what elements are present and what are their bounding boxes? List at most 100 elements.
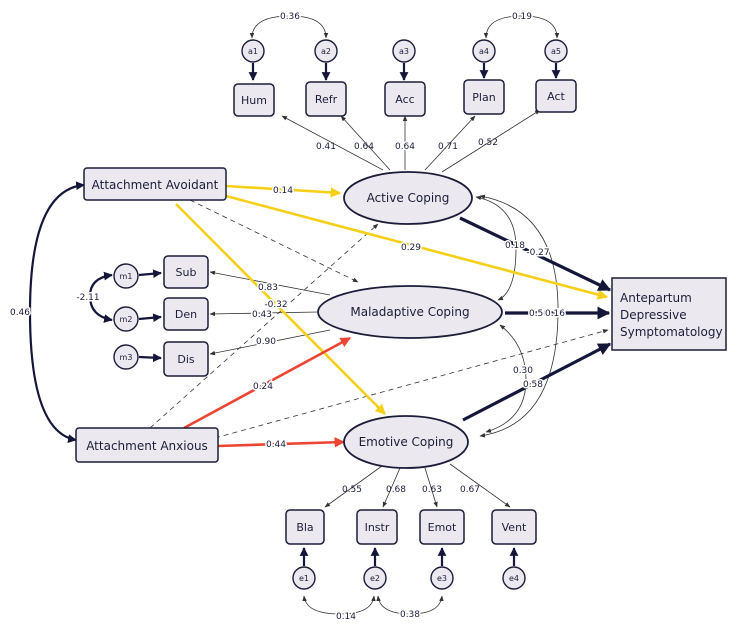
cov-attachment [28,181,85,443]
coef-active-outcome: 0.18 [505,241,525,251]
coef-emot-outcome: 0.58 [523,380,543,390]
node-a5[interactable] [544,39,568,63]
label-m2: m2 [120,315,133,324]
node-e2[interactable] [363,566,387,590]
err-arrow-m2 [138,313,162,323]
node-outcome[interactable] [611,277,727,351]
path-anx-active-dashed [149,223,379,429]
path-mal-dis [209,329,331,356]
coef-cov-a1-a2: 0.36 [280,12,300,22]
node-hum[interactable] [233,83,275,117]
coef-mal-outcome: 0.50 [529,309,549,319]
node-e3[interactable] [430,566,454,590]
node-den[interactable] [163,297,209,331]
cov-e1-e2 [302,595,376,615]
coef-avoid-emotive: -0.32 [264,300,287,310]
path-anx-emot [217,437,346,448]
label-e1: e1 [299,574,309,583]
node-maladaptive-coping[interactable] [317,285,503,339]
node-emotive-coping[interactable] [343,415,469,469]
yellow-paths [175,184,609,415]
coef-load-acc: 0.64 [395,142,415,152]
label-m1: m1 [120,272,133,281]
label-den: Den [175,308,197,321]
path-emot-instr [382,467,401,508]
label-a1: a1 [248,47,258,56]
path-avoid-active [225,184,342,198]
node-m1[interactable] [113,263,139,289]
label-sub: Sub [176,266,197,279]
node-m2[interactable] [113,306,139,332]
node-bla[interactable] [285,509,325,545]
node-active-coping[interactable] [343,171,473,225]
node-e1[interactable] [292,566,316,590]
label-instr: Instr [365,521,390,534]
coef-load-plan: 0.71 [438,142,458,152]
label-a5: a5 [551,47,561,56]
label-a2: a2 [321,47,331,56]
coef-load-den: 0.43 [252,310,272,320]
coef-load-sub: 0.83 [258,283,278,293]
node-act[interactable] [535,79,577,113]
coef-anx-emot: 0.44 [266,440,286,450]
label-plan: Plan [472,91,495,104]
node-emot[interactable] [419,509,465,545]
node-instr[interactable] [356,509,398,545]
coef-cov-attach: 0.46 [10,308,30,318]
coef-load-act: 0.52 [478,138,498,148]
path-active-refr [340,115,391,171]
coef-load-emot: 0.63 [422,485,442,495]
label-e4: e4 [509,574,519,583]
red-paths [183,336,351,448]
path-emot-emot [424,467,438,508]
coef-load-hum: 0.41 [316,142,336,152]
label-maladaptive-coping: Maladaptive Coping [350,305,469,319]
coef-mal-outcome-b: 0.16 [545,309,565,319]
node-refr[interactable] [305,81,347,117]
node-sub[interactable] [163,255,209,289]
coef-avoid-outcome: 0.29 [401,243,421,253]
node-m3[interactable] [113,344,139,370]
label-acc: Acc [395,93,414,106]
label-vent: Vent [502,521,527,534]
label-e2: e2 [370,574,380,583]
label-refr: Refr [315,93,338,106]
label-bla: Bla [296,521,313,534]
cov-a1-a2 [249,15,329,39]
coef-cov-e2-e3: 0.38 [400,610,420,620]
error-arrows [138,63,561,566]
label-m3: m3 [120,353,133,362]
path-emot-vent [449,463,511,508]
node-plan[interactable] [463,79,505,115]
node-acc[interactable] [384,81,426,117]
path-active-hum [281,115,384,171]
label-a4: a4 [479,47,489,56]
label-active-coping: Active Coping [367,191,450,205]
node-a3[interactable] [392,39,416,63]
cov-mal-emot [485,324,527,433]
label-attachment-avoidant: Attachment Avoidant [92,178,219,192]
err-arrow-m1 [138,269,162,279]
path-mal-den [209,311,319,317]
node-a4[interactable] [472,39,496,63]
node-attachment-anxious[interactable] [75,427,219,463]
coef-load-vent: 0.67 [460,485,480,495]
cov-a4-a5 [483,15,560,39]
node-a2[interactable] [314,39,338,63]
path-anx-mal [183,336,351,430]
cov-m1-m2 [88,271,113,323]
covariance-curves [28,15,560,615]
coef-load-instr: 0.68 [386,485,406,495]
indicator-boxes: Hum Refr Acc Plan Act Sub Den Dis Bla In… [163,79,577,545]
node-dis[interactable] [163,341,209,377]
node-a1[interactable] [241,39,265,63]
path-mal-sub [209,270,331,296]
node-vent[interactable] [491,509,537,545]
coef-avoid-active: 0.14 [273,186,293,196]
node-attachment-avoidant[interactable] [83,167,227,201]
coef-cov-e1-e2: 0.14 [336,612,356,622]
path-active-outcome [459,216,612,292]
observed-variables: Attachment Avoidant Attachment Anxious A… [75,167,727,463]
node-e4[interactable] [502,566,526,590]
